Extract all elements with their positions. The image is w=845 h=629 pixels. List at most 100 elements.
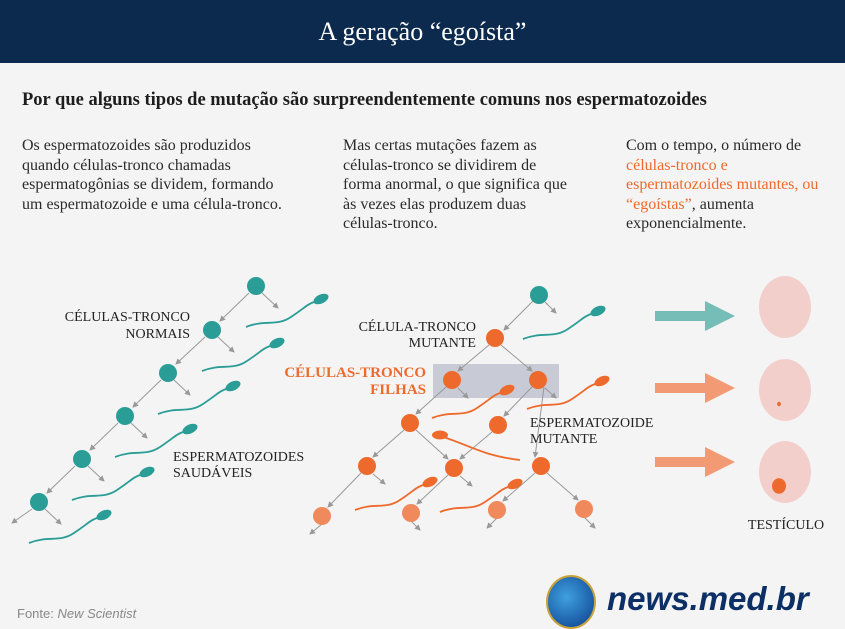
sperm-tail <box>201 345 271 372</box>
testicle-icon <box>759 441 811 503</box>
label-mutant-sperm: ESPERMATOZOIDE <box>530 416 653 431</box>
sperm-tail <box>439 486 509 513</box>
progress-arrow-icon <box>655 301 735 331</box>
column-3-text: Com o tempo, o número de células-tronco … <box>626 136 831 234</box>
division-arrow <box>415 429 449 460</box>
stem-cell <box>116 407 134 425</box>
stem-cell <box>488 501 506 519</box>
sperm-head <box>313 293 329 305</box>
division-arrow <box>46 465 76 494</box>
label-daughter-stem-2: FILHAS <box>370 382 426 398</box>
progress-arrow-icon <box>655 373 735 403</box>
text: , aumenta exponencialmente. <box>626 195 754 233</box>
division-arrow <box>372 473 386 485</box>
sperm-tail <box>526 383 596 410</box>
division-arrow <box>457 344 490 372</box>
stem-cell <box>532 457 550 475</box>
stem-cell <box>401 414 419 432</box>
stem-cell <box>159 364 177 382</box>
division-arrow <box>132 379 162 408</box>
sperm-tail <box>439 435 521 461</box>
subtitle: Por que alguns tipos de mutação são surp… <box>22 90 707 110</box>
division-arrow <box>416 474 449 505</box>
sperm-tail <box>114 431 184 458</box>
division-arrow <box>544 301 557 314</box>
sperm-tail <box>157 388 227 415</box>
division-arrow <box>372 429 405 458</box>
label-healthy-sperm-2: SAUDÁVEIS <box>173 464 252 481</box>
label-mutant-stem: CÉLULA-TRONCO <box>359 318 476 335</box>
division-arrow <box>415 386 447 415</box>
brand-logo-icon <box>546 575 596 629</box>
stem-cell <box>529 371 547 389</box>
sperm-head <box>590 305 606 317</box>
division-arrow <box>502 472 536 502</box>
highlight-text: células-tronco e espermatozoides mutante… <box>626 156 819 213</box>
stem-cell <box>575 500 593 518</box>
division-arrow <box>309 523 323 535</box>
sperm-head <box>269 337 285 349</box>
stem-cell <box>203 321 221 339</box>
division-arrow <box>503 386 533 417</box>
division-arrow <box>546 472 579 501</box>
stem-cell <box>73 450 91 468</box>
sperm-tail <box>522 313 592 340</box>
division-arrow <box>500 344 533 372</box>
stem-cell <box>445 459 463 477</box>
sperm-head <box>507 478 523 490</box>
text: Com o tempo, o número de <box>626 137 802 154</box>
label-normal-stem-2: NORMAIS <box>125 327 190 342</box>
stem-cell <box>358 457 376 475</box>
division-arrow <box>583 516 596 529</box>
stem-cell <box>402 504 420 522</box>
sperm-tail <box>245 301 315 328</box>
sperm-head <box>594 375 610 387</box>
brand-name: news.med.br <box>607 580 809 617</box>
stem-cell <box>443 371 461 389</box>
division-arrow <box>486 517 498 529</box>
division-arrow <box>261 292 279 309</box>
stem-cell <box>247 277 265 295</box>
testicle-icon <box>759 276 811 338</box>
sperm-head <box>499 384 515 396</box>
label-mutant-sperm-2: MUTANTE <box>530 432 597 447</box>
mutant-cluster <box>777 401 781 407</box>
division-arrow <box>217 336 235 353</box>
division-arrow <box>410 520 421 531</box>
stem-cell <box>313 507 331 525</box>
label-normal-stem: CÉLULAS-TRONCO <box>65 308 190 325</box>
source-name: New Scientist <box>57 606 137 621</box>
stem-cell <box>486 329 504 347</box>
division-arrow <box>544 387 557 399</box>
label-healthy-sperm: ESPERMATOZOIDES <box>173 450 304 465</box>
sperm-head <box>139 466 155 478</box>
stem-cell <box>30 493 48 511</box>
division-arrow <box>173 379 191 396</box>
division-arrow <box>175 336 206 365</box>
source-credit: Fonte: New Scientist <box>17 606 136 621</box>
source-label: Fonte: <box>17 606 58 621</box>
division-arrow <box>532 386 545 458</box>
division-arrow <box>459 475 473 487</box>
sperm-head <box>182 423 198 435</box>
division-arrow <box>457 387 469 399</box>
label-testicle: TESTÍCULO <box>748 516 824 533</box>
sperm-head <box>96 509 112 521</box>
sperm-tail <box>28 517 98 544</box>
stem-cell <box>530 286 548 304</box>
stem-cell <box>489 416 507 434</box>
division-arrow <box>219 292 250 322</box>
label-mutant-stem-2: MUTANTE <box>409 336 476 351</box>
mutant-cluster <box>772 478 786 494</box>
division-arrow <box>459 431 493 460</box>
label-daughter-stem: CÉLULAS-TRONCO <box>284 364 426 381</box>
sperm-head <box>432 430 448 440</box>
division-arrow <box>130 422 148 439</box>
division-arrow <box>11 508 33 524</box>
division-arrow <box>87 465 105 482</box>
column-2-text: Mas certas mutações fazem as células-tro… <box>343 137 567 232</box>
division-arrow <box>327 472 362 508</box>
sperm-head <box>225 380 241 392</box>
